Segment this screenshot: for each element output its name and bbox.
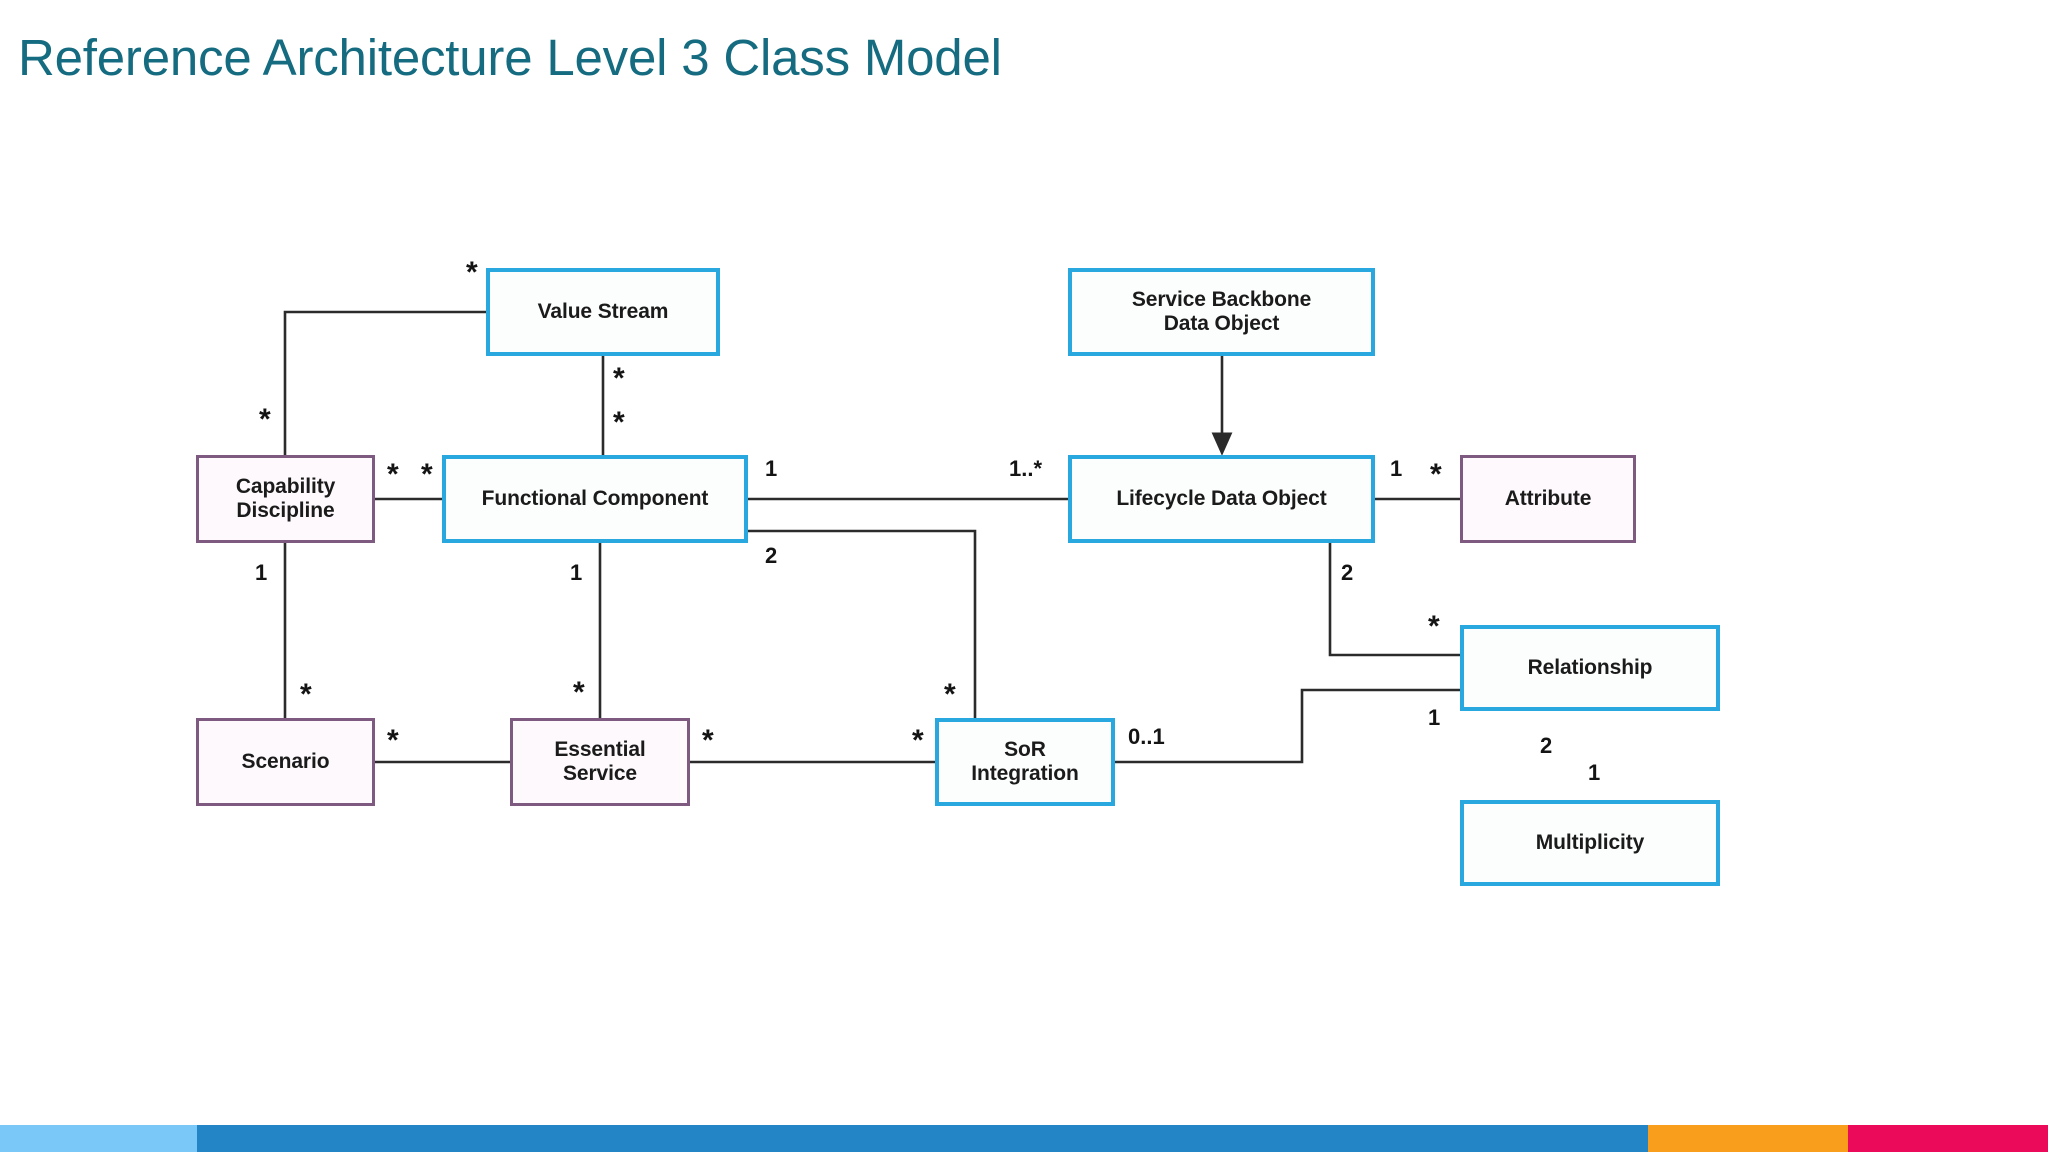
multiplicity-label-mult-functional-right-1: 1: [765, 456, 778, 481]
footer-band-pink: [1848, 1125, 2048, 1152]
footer-band-light-blue: [0, 1125, 197, 1152]
class-node-relationship[interactable]: Relationship: [1460, 625, 1720, 711]
class-node-label: Scenario: [241, 749, 330, 773]
multiplicity-label-mult-scenario-right: *: [387, 724, 399, 757]
class-node-value-stream[interactable]: Value Stream: [486, 268, 720, 356]
connector-functional-component--sor-integration: [748, 529, 977, 718]
multiplicity-label-mult-scenario-top: *: [300, 678, 312, 711]
multiplicity-label-mult-capability-discipline-top: *: [259, 403, 271, 436]
class-node-label-line2: Discipline: [236, 499, 335, 522]
footer-band-orange: [1648, 1125, 1848, 1152]
multiplicity-label-mult-functional-component-top: *: [613, 406, 625, 439]
multiplicity-label-mult-essential-right: *: [702, 724, 714, 757]
class-node-label: Value Stream: [537, 299, 669, 323]
class-node-label: Multiplicity: [1535, 830, 1645, 854]
class-node-attribute[interactable]: Attribute: [1460, 455, 1636, 543]
class-node-label-line2: Service: [562, 762, 637, 785]
class-node-label-line2: Data Object: [1163, 312, 1280, 335]
multiplicity-label-mult-lifecycle-bottom-2: 2: [1341, 560, 1354, 585]
class-node-label: Service Backbone: [1131, 287, 1312, 311]
multiplicity-label-mult-essential-top: *: [573, 676, 585, 709]
class-node-label: SoR: [1004, 737, 1046, 761]
multiplicity-label-mult-functional-right-2: 2: [765, 543, 778, 568]
multiplicity-label-mult-lifecycle-left: 1..*: [1009, 456, 1043, 481]
class-node-label: Attribute: [1504, 486, 1592, 510]
multiplicity-label-mult-lifecycle-right-1: 1: [1390, 456, 1403, 481]
class-node-multiplicity[interactable]: Multiplicity: [1460, 800, 1720, 886]
multiplicity-label-mult-sor-left: *: [912, 724, 924, 757]
multiplicity-label-mult-relationship-left-star: *: [1428, 610, 1440, 643]
class-node-label-line2: Integration: [971, 762, 1079, 785]
class-node-scenario[interactable]: Scenario: [196, 718, 375, 806]
multiplicity-label-mult-capability-right: *: [387, 458, 399, 491]
multiplicity-label-mult-value-stream-left: *: [466, 256, 478, 289]
class-node-lifecycle-data-object[interactable]: Lifecycle Data Object: [1068, 455, 1375, 543]
multiplicity-label-mult-multiplicity-top-1: 1: [1588, 760, 1601, 785]
multiplicity-label-mult-sor-top: *: [944, 678, 956, 711]
class-node-label: Capability: [235, 474, 336, 498]
class-node-label: Relationship: [1527, 655, 1653, 679]
class-node-label: Lifecycle Data Object: [1116, 486, 1327, 510]
multiplicity-label-mult-sor-right-0-1: 0..1: [1128, 724, 1165, 749]
connector-sor-integration--relationship: [1115, 688, 1460, 764]
multiplicity-label-mult-value-stream-bottom: *: [613, 362, 625, 395]
connector-capability-discipline--value-stream: [283, 310, 486, 455]
multiplicity-label-mult-functional-left: *: [421, 458, 433, 491]
class-node-functional-component[interactable]: Functional Component: [442, 455, 748, 543]
class-node-label: Functional Component: [481, 486, 709, 510]
footer-color-band: [0, 1125, 2048, 1152]
multiplicity-label-mult-functional-bottom-1: 1: [570, 560, 583, 585]
multiplicity-label-mult-relationship-left-1: 1: [1428, 705, 1441, 730]
footer-band-blue: [197, 1125, 1648, 1152]
diagram-connectors: [283, 310, 1460, 764]
class-node-label: Essential: [554, 737, 646, 761]
multiplicity-label-mult-capability-bottom-1: 1: [255, 560, 268, 585]
multiplicity-label-mult-attribute-left: *: [1430, 458, 1442, 491]
multiplicity-label-mult-relationship-bottom-2: 2: [1540, 733, 1553, 758]
page-title: Reference Architecture Level 3 Class Mod…: [18, 29, 1002, 86]
connector-lifecycle-data-object--relationship: [1328, 543, 1460, 657]
